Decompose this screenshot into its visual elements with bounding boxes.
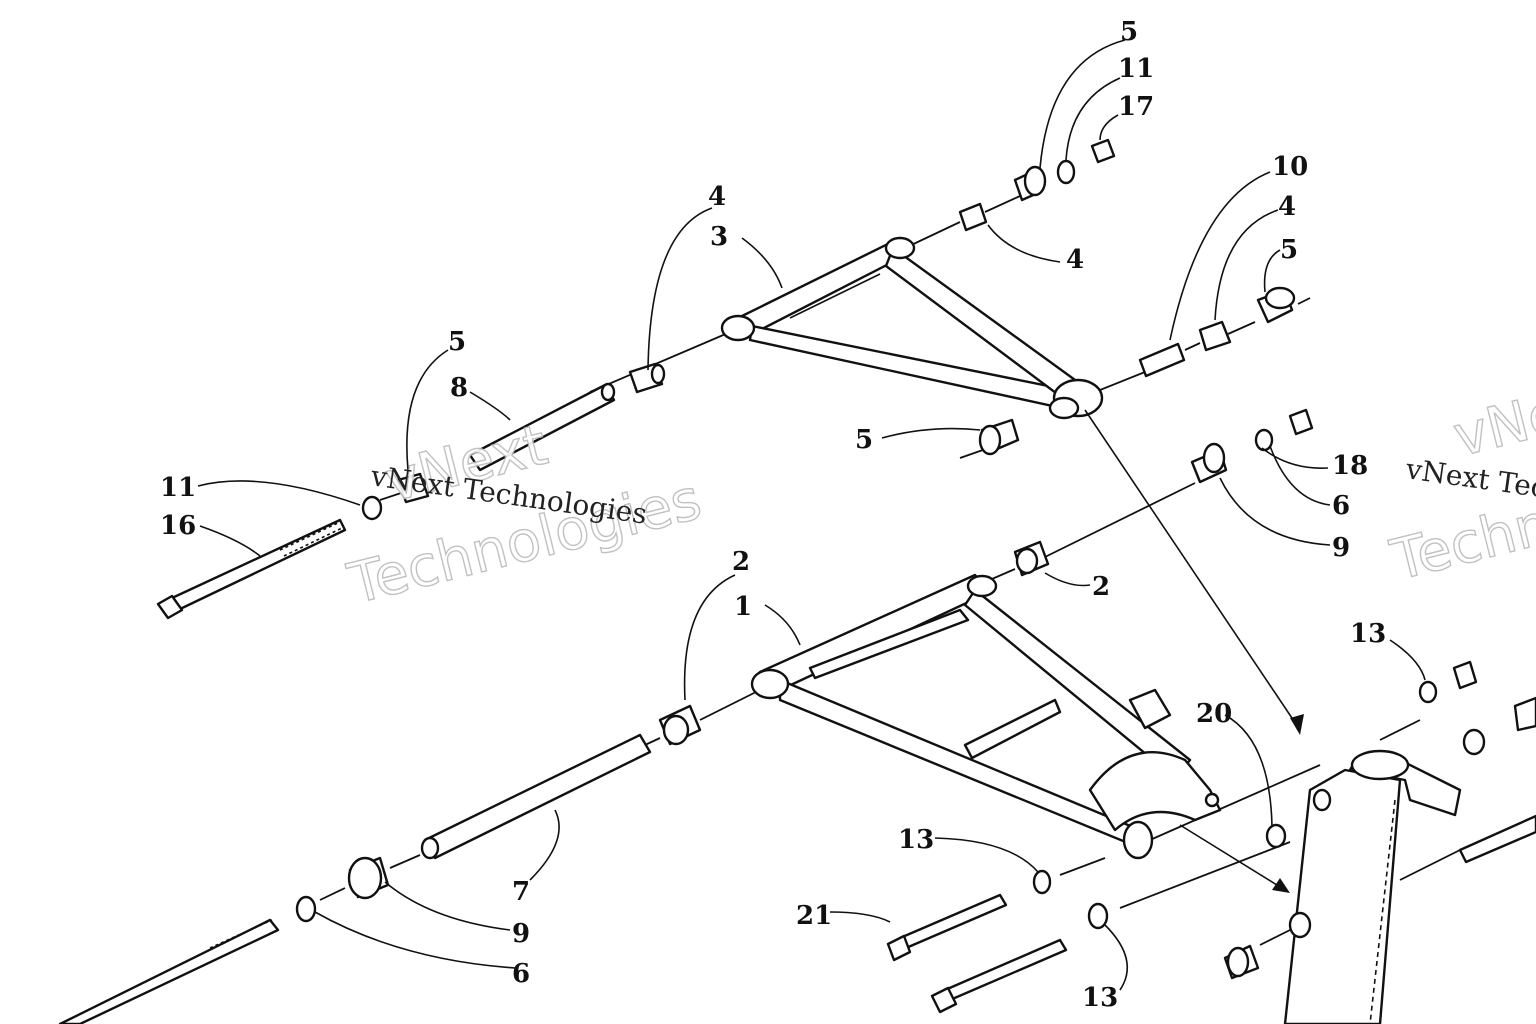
callout-13-bottom: 13: [1082, 983, 1118, 1013]
watermark-line-1-right: vNext: [1447, 367, 1536, 470]
callout-5-left: 5: [448, 327, 466, 357]
callout-5-top: 5: [1120, 17, 1138, 47]
callout-17: 17: [1118, 92, 1154, 122]
callout-8: 8: [450, 373, 468, 403]
callout-18: 18: [1332, 451, 1368, 481]
callout-13-mid: 13: [898, 825, 934, 855]
callout-11-left: 11: [160, 473, 196, 503]
leader-lines: [197, 39, 1426, 991]
callout-11-top: 11: [1118, 54, 1154, 84]
spindle-upright: [1283, 749, 1462, 1024]
callout-2-right: 2: [1092, 572, 1110, 602]
callout-6-left: 6: [512, 959, 530, 989]
assembly-arrows: [1084, 409, 1304, 893]
callout-20: 20: [1196, 699, 1232, 729]
callout-9-left: 9: [512, 919, 530, 949]
callout-1: 1: [734, 592, 752, 622]
assembly-axes: [319, 195, 1461, 946]
callout-labels: 5 11 17 10 4 5 4 3 4 5 5 8 11 16 18 6 9 …: [160, 17, 1386, 1013]
callout-5-right: 5: [1280, 235, 1298, 265]
callout-10: 10: [1272, 152, 1308, 182]
callout-4-upper-left: 4: [708, 182, 726, 212]
lower-a-arm: [750, 573, 1222, 860]
callout-5-arm: 5: [855, 425, 873, 455]
callout-6-right: 6: [1332, 491, 1350, 521]
callout-21: 21: [796, 901, 832, 931]
callout-7: 7: [512, 877, 530, 907]
callout-9-right: 9: [1332, 533, 1350, 563]
callout-4-upper-right: 4: [1066, 245, 1084, 275]
hardware: [58, 138, 1536, 1024]
callout-2-left: 2: [732, 547, 750, 577]
upper-a-arm: [720, 236, 1104, 420]
callout-16: 16: [160, 511, 196, 541]
callout-3: 3: [710, 222, 728, 252]
callout-4-right: 4: [1278, 192, 1296, 222]
callout-13-right: 13: [1350, 619, 1386, 649]
